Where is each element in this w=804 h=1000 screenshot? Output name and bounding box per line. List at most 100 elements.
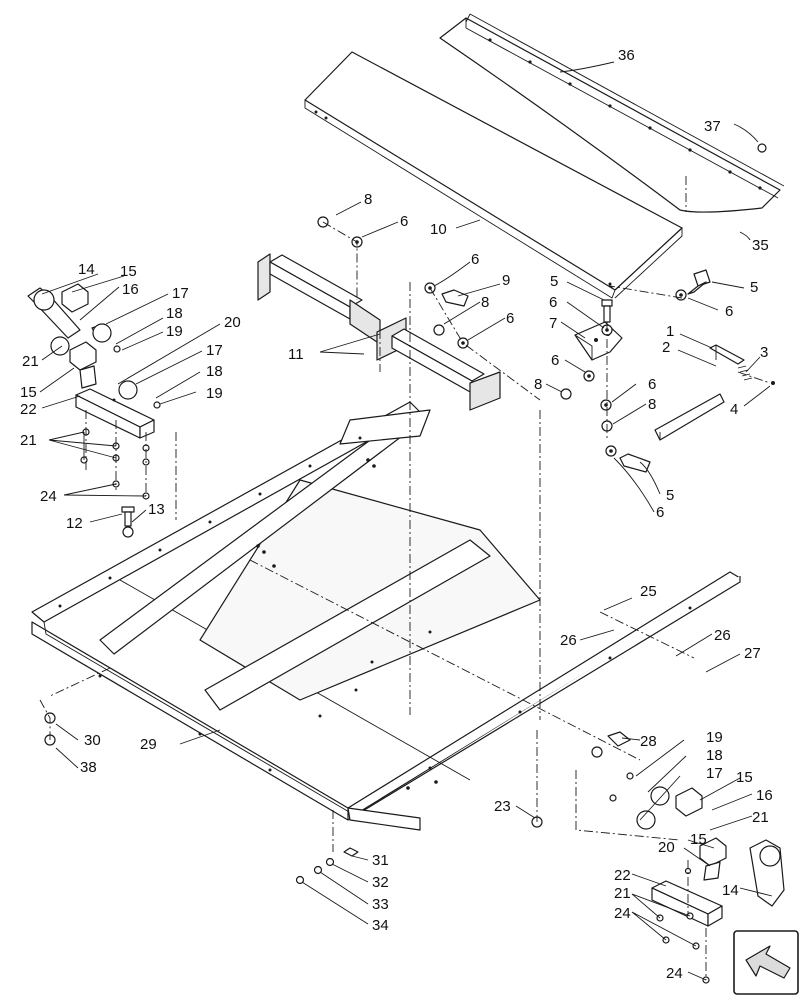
roller-clamp-upper-left (61, 283, 89, 313)
latch-spring (737, 365, 753, 381)
roller-clamp-lower-right (699, 837, 727, 881)
callout-5-c: 5 (750, 279, 758, 296)
callout-9: 9 (502, 272, 510, 289)
bolt-5-mid (687, 269, 711, 295)
callout-27: 27 (744, 645, 761, 662)
callout-6-f: 6 (648, 376, 656, 393)
callout-1: 1 (666, 323, 674, 340)
callout-22-a: 22 (20, 401, 37, 418)
callout-6-h: 6 (725, 303, 733, 320)
callout-15-d: 15 (690, 831, 707, 848)
latch-pin (709, 344, 745, 365)
callout-18-a: 18 (166, 305, 183, 322)
latch-plate (654, 393, 725, 441)
callout-13: 13 (148, 501, 165, 518)
callout-38: 38 (80, 759, 97, 776)
mounting-bracket-right (651, 880, 723, 927)
rollers-left (91, 323, 161, 409)
callout-21-a: 21 (22, 353, 39, 370)
callout-8-d: 8 (648, 396, 656, 413)
callout-24-c: 24 (666, 965, 683, 982)
latch-pin-end (771, 381, 775, 385)
callout-17-a: 17 (172, 285, 189, 302)
main-frame (31, 401, 741, 831)
callout-19-c: 19 (706, 729, 723, 746)
callout-19-a: 19 (166, 323, 183, 340)
callout-15-c: 15 (736, 769, 753, 786)
hinge-bracket (574, 321, 623, 361)
callout-22-b: 22 (614, 867, 631, 884)
support-tube-left (257, 253, 381, 345)
callout-32: 32 (372, 874, 389, 891)
callout-20-a: 20 (224, 314, 241, 331)
callout-6-d: 6 (549, 294, 557, 311)
callout-3: 3 (760, 344, 768, 361)
roller-clamp-lower-left (69, 341, 97, 389)
callout-23: 23 (494, 798, 511, 815)
callout-33: 33 (372, 896, 389, 913)
callout-6-e: 6 (551, 352, 559, 369)
callout-26-b: 26 (714, 627, 731, 644)
callout-31: 31 (372, 852, 389, 869)
callout-10: 10 (430, 221, 447, 238)
callout-19-b: 19 (206, 385, 223, 402)
callout-24-a: 24 (40, 488, 57, 505)
support-tube-right (376, 317, 501, 411)
bolt-5-upper (601, 299, 613, 323)
curved-shield (439, 13, 785, 213)
callout-28: 28 (640, 733, 657, 750)
callout-6-a: 6 (400, 213, 408, 230)
callout-7: 7 (549, 315, 557, 332)
callout-17-c: 17 (706, 765, 723, 782)
roller-clamp-upper-right (675, 787, 703, 817)
callout-24-b: 24 (614, 905, 631, 922)
callout-6-b: 6 (471, 251, 479, 268)
idler-arm-right (749, 839, 785, 907)
callout-36: 36 (618, 47, 635, 64)
callout-20-b: 20 (658, 839, 675, 856)
rollers-right (591, 731, 670, 830)
bolt-12 (121, 506, 135, 538)
bolt-5-lower (619, 453, 651, 473)
callout-6-c: 6 (506, 310, 514, 327)
callout-26-a: 26 (560, 632, 577, 649)
callout-15-a: 15 (120, 263, 137, 280)
callout-21-c: 21 (752, 809, 769, 826)
callout-37: 37 (704, 118, 721, 135)
callout-6-g: 6 (656, 504, 664, 521)
callout-18-c: 18 (706, 747, 723, 764)
callout-8-b: 8 (481, 294, 489, 311)
callout-8-c: 8 (534, 376, 542, 393)
direction-arrow-icon (733, 930, 799, 995)
callout-25: 25 (640, 583, 657, 600)
callout-5-a: 5 (550, 273, 558, 290)
callout-2: 2 (662, 339, 670, 356)
top-cover-plate (304, 51, 683, 299)
callout-35: 35 (752, 237, 769, 254)
callout-30: 30 (84, 732, 101, 749)
callout-21-d: 21 (614, 885, 631, 902)
callout-14-b: 14 (722, 882, 739, 899)
callout-labels: 36 37 35 10 8 6 6 9 8 6 11 5 6 7 6 8 6 8… (20, 47, 773, 982)
leader-lines (39, 61, 773, 981)
callout-17-b: 17 (206, 342, 223, 359)
callout-34: 34 (372, 917, 389, 934)
bolt-9 (441, 289, 469, 307)
callout-12: 12 (66, 515, 83, 532)
callout-4: 4 (730, 401, 738, 418)
callout-14-a: 14 (78, 261, 95, 278)
callout-15-b: 15 (20, 384, 37, 401)
callout-21-b: 21 (20, 432, 37, 449)
callout-11: 11 (288, 346, 304, 363)
assembly-lines (39, 176, 771, 980)
callout-16-b: 16 (756, 787, 773, 804)
frame-holes (58, 436, 692, 790)
mounting-bracket-left (75, 388, 155, 439)
shield-holes (488, 38, 762, 190)
callout-18-b: 18 (206, 363, 223, 380)
callout-16-a: 16 (122, 281, 139, 298)
callout-8-a: 8 (364, 191, 372, 208)
callout-5-b: 5 (666, 487, 674, 504)
callout-29: 29 (140, 736, 157, 753)
